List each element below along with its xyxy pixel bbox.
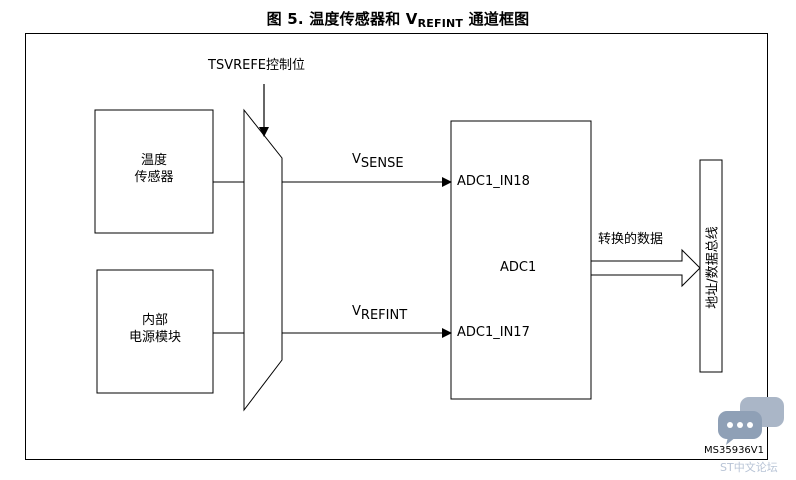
watermark: ST中文论坛: [720, 461, 778, 474]
converted-data-label: 转换的数据: [598, 232, 664, 247]
bus-bar: [699, 159, 723, 373]
adc-in18-label: ADC1_IN18: [457, 174, 530, 189]
temp-sensor-box: [94, 109, 214, 234]
control-bit-label: TSVREFE控制位: [208, 58, 306, 73]
figure-title: 图 5. 温度传感器和 VREFINT 通道框图: [266, 10, 530, 30]
vsense-label: VSENSE: [352, 152, 404, 171]
internal-power-box: [96, 269, 214, 394]
data-output-arrow: [590, 248, 701, 288]
adc-name-label: ADC1: [500, 260, 537, 275]
figure-code: MS35936V1: [704, 445, 764, 456]
diagram-frame: [25, 33, 768, 460]
bus-label: 地址/数据总线: [705, 226, 721, 309]
multiplexer: [243, 108, 283, 412]
internal-power-label: 内部 电源模块: [128, 313, 181, 345]
adc-box: [450, 120, 592, 400]
temp-sensor-label: 温度 传感器: [134, 153, 174, 185]
vrefint-label: VREFINT: [352, 304, 408, 323]
adc-in17-label: ADC1_IN17: [457, 325, 530, 340]
chat-bubble-icon: [718, 397, 784, 445]
